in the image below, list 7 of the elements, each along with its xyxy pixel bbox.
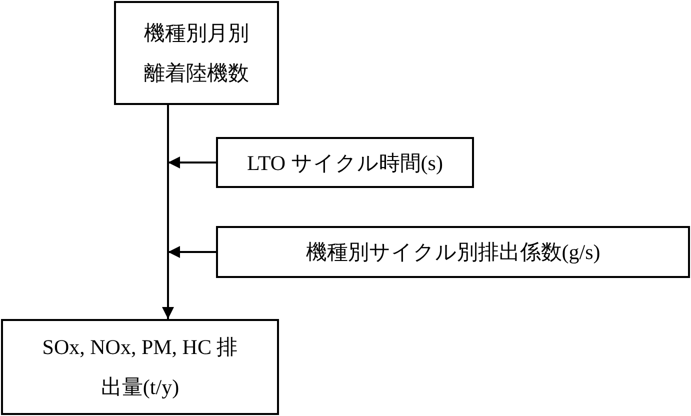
arrow: [168, 246, 216, 258]
process-box: LTO サイクル時間(s): [216, 137, 474, 188]
process-box: SOx, NOx, PM, HC 排出量(t/y): [1, 319, 279, 415]
arrow: [168, 156, 216, 168]
arrow: [162, 105, 174, 319]
process-box: 機種別サイクル別排出係数(g/s): [216, 226, 690, 278]
process-box: 機種別月別離着陸機数: [114, 1, 279, 105]
